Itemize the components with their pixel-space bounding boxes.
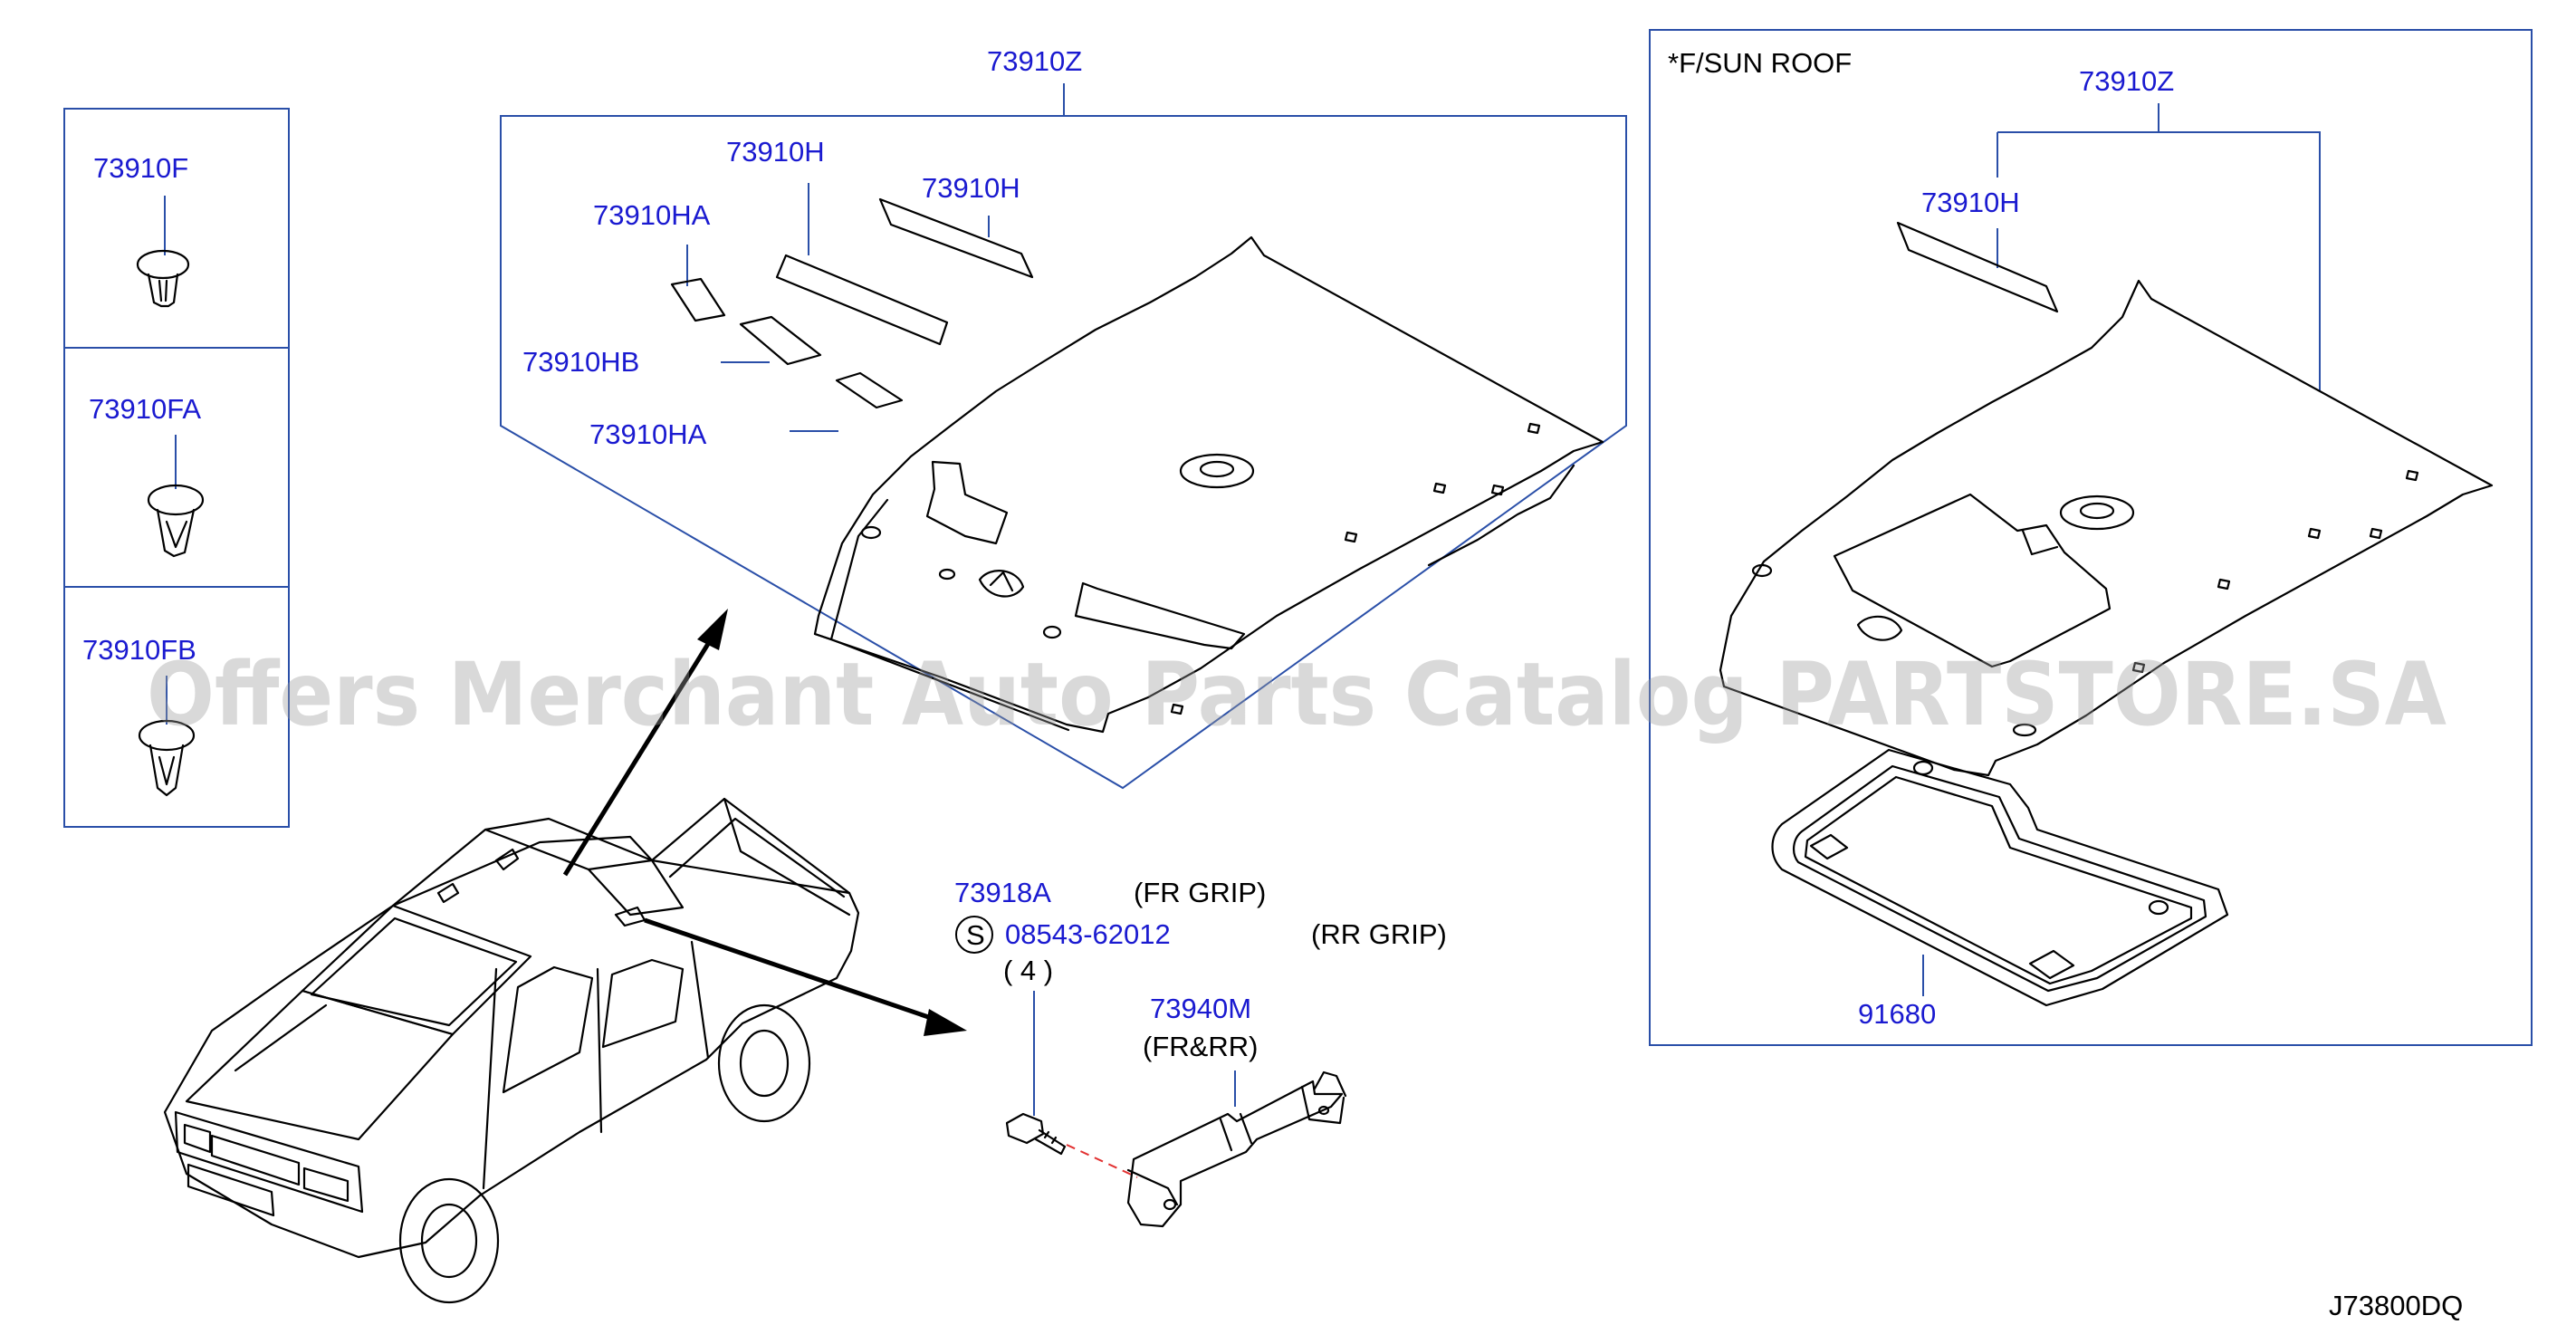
part-label-73910h-sunroof[interactable]: 73910H xyxy=(1921,187,2020,218)
part-label-91680[interactable]: 91680 xyxy=(1858,998,1936,1030)
headlining-callout: 73910Z 73910H 73910H 73910HA 73910HB 739… xyxy=(500,45,1627,790)
part-label-73910ha-lower[interactable]: 73910HA xyxy=(589,418,707,450)
part-label-73910fa[interactable]: 73910FA xyxy=(89,393,201,425)
part-label-08543-62012[interactable]: 08543-62012 xyxy=(1005,918,1171,950)
install-direction-line xyxy=(1066,1144,1138,1178)
sunroof-pad-drawing xyxy=(1896,221,2059,313)
part-label-73910h-upper[interactable]: 73910H xyxy=(922,172,1020,204)
part-label-73910ha[interactable]: 73910HA xyxy=(593,199,711,231)
headlining-drawing xyxy=(813,235,1604,734)
grip-note-rr: (RR GRIP) xyxy=(1311,918,1447,950)
bracket-note: (FR&RR) xyxy=(1143,1031,1258,1062)
grip-bracket-drawing xyxy=(1126,1070,1347,1228)
sunroof-box-frame xyxy=(1649,29,2533,1046)
arrow-to-headlining xyxy=(562,630,718,877)
clip-box-frame xyxy=(63,108,290,828)
arrow-to-grip xyxy=(644,917,943,1024)
clip-73910f-drawing xyxy=(136,249,190,308)
sunroof-headlining-drawing xyxy=(1719,279,2494,777)
watermark-text: Offers Merchant Auto Parts Catalog PARTS… xyxy=(147,644,2447,745)
pad-strips xyxy=(670,197,1034,409)
leader-line xyxy=(1997,131,2321,391)
pointer-arrows xyxy=(562,609,967,1036)
grip-note-fr: (FR GRIP) xyxy=(1134,877,1266,908)
part-label-73910f[interactable]: 73910F xyxy=(93,152,188,184)
sunroof-finisher-drawing xyxy=(1771,748,2229,1007)
screw-symbol: S xyxy=(966,919,985,951)
part-label-73910hb[interactable]: 73910HB xyxy=(522,346,639,378)
sunroof-box: *F/SUN ROOF 73910Z 73910H xyxy=(1649,29,2533,1046)
drawing-code: J73800DQ xyxy=(2329,1290,2463,1321)
part-label-73910h[interactable]: 73910H xyxy=(726,136,825,168)
arrowhead xyxy=(924,1009,967,1036)
clip-box: 73910F 73910FA 73910FB xyxy=(63,108,290,828)
part-label-73940m[interactable]: 73940M xyxy=(1150,993,1251,1024)
screw-symbol-circle xyxy=(955,916,993,954)
part-label-73910z-sunroof[interactable]: 73910Z xyxy=(2079,65,2174,97)
arrowhead xyxy=(697,609,728,650)
grip-callout: 73918A (FR GRIP) S 08543-62012 (RR GRIP)… xyxy=(954,877,1447,1228)
part-label-73910z[interactable]: 73910Z xyxy=(987,45,1082,77)
clip-73910fb-drawing xyxy=(138,719,196,797)
sunroof-note: *F/SUN ROOF xyxy=(1668,47,1852,79)
screw-drawing xyxy=(1005,1112,1067,1156)
part-label-73918a[interactable]: 73918A xyxy=(954,877,1051,908)
screw-quantity: ( 4 ) xyxy=(1003,955,1053,986)
clip-73910fa-drawing xyxy=(147,484,205,558)
headlining-callout-frame xyxy=(500,115,1627,790)
part-label-73910fb[interactable]: 73910FB xyxy=(82,634,196,666)
pickup-truck-drawing xyxy=(163,797,860,1304)
